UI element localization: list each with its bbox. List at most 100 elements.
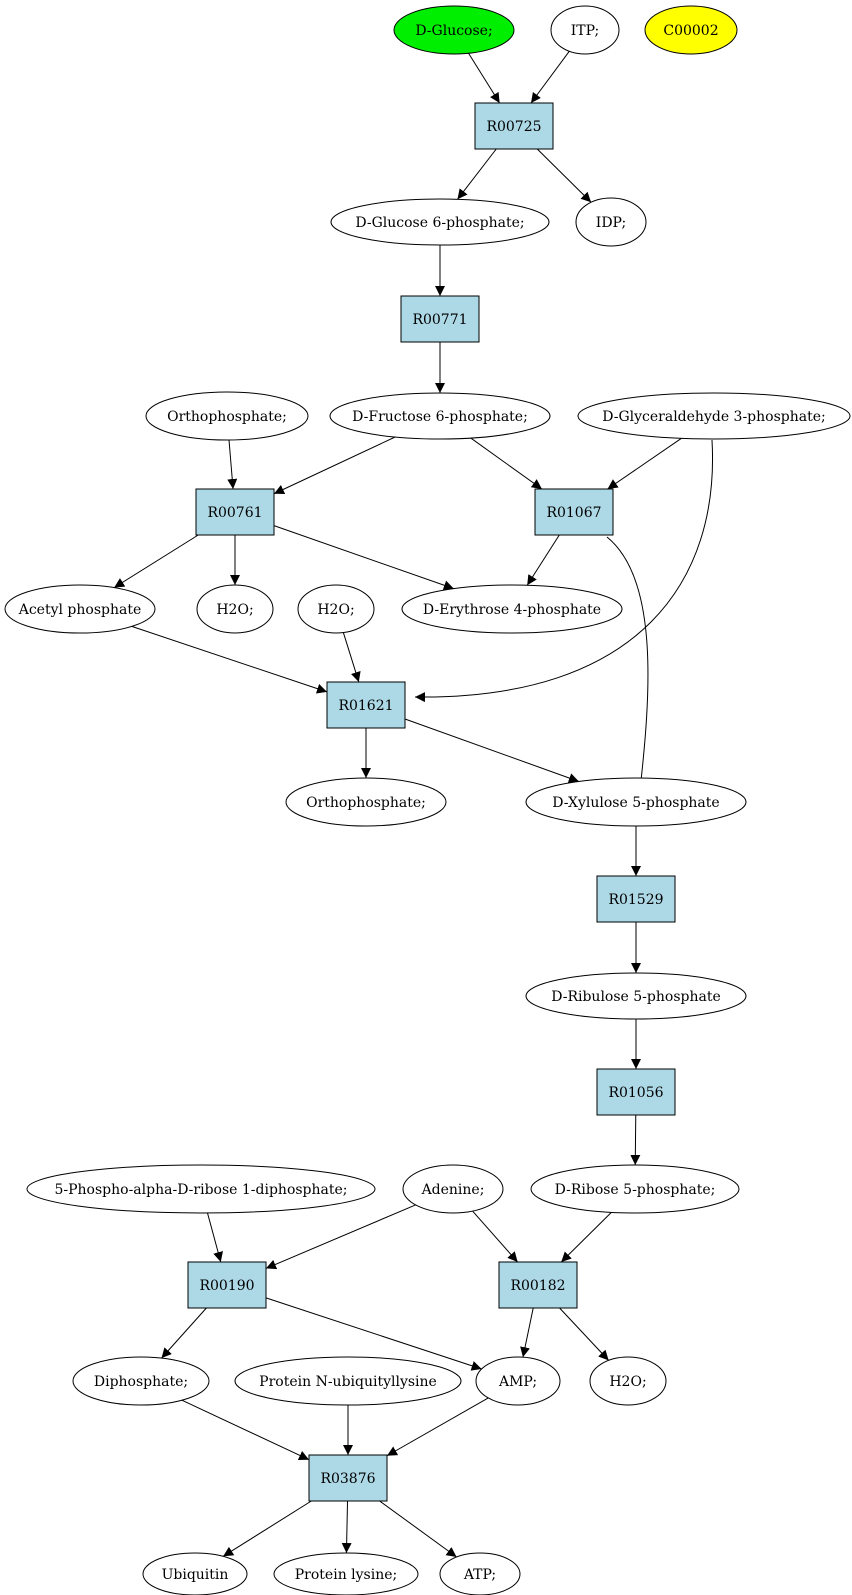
node-label: D-Ribose 5-phosphate; — [555, 1182, 716, 1198]
reaction-node-r01056: R01056 — [596, 1068, 676, 1116]
compound-ellipse — [550, 5, 620, 55]
compound-node-amp: AMP; — [475, 1356, 561, 1406]
node-label: H2O; — [317, 602, 354, 618]
reaction-box — [596, 875, 676, 923]
compound-node-h2o_a: H2O; — [196, 584, 274, 634]
compound-node-prpp: 5-Phospho-alpha-D-ribose 1-diphosphate; — [26, 1164, 376, 1214]
edge-r03876-to-ubiquitin — [222, 1500, 312, 1557]
node-label: Diphosphate; — [94, 1374, 188, 1390]
compound-node-d_glyceraldehyde_3p: D-Glyceraldehyde 3-phosphate; — [577, 392, 851, 440]
edge-itp-to-r00725 — [530, 50, 570, 104]
edge-r00725-to-idp — [536, 148, 592, 203]
edge-adenine-to-r00190 — [265, 1204, 416, 1270]
compound-ellipse — [4, 584, 156, 634]
node-label: R00725 — [486, 119, 541, 135]
reaction-box — [474, 102, 554, 150]
compound-ellipse — [393, 5, 515, 55]
node-label: D-Glucose; — [415, 23, 492, 39]
reaction-box — [400, 295, 480, 343]
reaction-node-r01621: R01621 — [326, 681, 406, 729]
edge-prpp-to-r00190 — [207, 1212, 223, 1263]
node-label: H2O; — [609, 1374, 646, 1390]
compound-node-d_glucose_6p: D-Glucose 6-phosphate; — [330, 198, 550, 246]
node-label: Protein lysine; — [295, 1567, 397, 1583]
edge-r01621-to-d_xylulose_5p — [404, 718, 580, 783]
compound-ellipse — [72, 1356, 210, 1406]
node-label: Adenine; — [421, 1182, 485, 1198]
edge-r00190-to-amp — [265, 1297, 482, 1371]
node-label: IDP; — [596, 215, 626, 231]
compound-ellipse — [644, 5, 738, 55]
compound-ellipse — [145, 391, 309, 441]
reaction-node-r00761: R00761 — [195, 488, 275, 536]
reaction-node-r00771: R00771 — [400, 295, 480, 343]
node-label: Orthophosphate; — [167, 409, 287, 425]
compound-node-adenine: Adenine; — [402, 1164, 504, 1214]
compound-node-protein_lysine: Protein lysine; — [273, 1552, 419, 1595]
compound-node-d_ribulose_5p: D-Ribulose 5-phosphate — [525, 972, 747, 1020]
reaction-node-r01067: R01067 — [534, 488, 614, 536]
edge-d_ribose_5p-to-r00182 — [560, 1212, 612, 1263]
compound-ellipse — [297, 584, 375, 634]
edge-r00725-to-d_glucose_6p — [457, 148, 497, 200]
node-label: ATP; — [463, 1567, 496, 1583]
compound-node-d_erythrose_4p: D-Erythrose 4-phosphate — [401, 584, 623, 634]
edge-r01056-to-d_ribose_5p — [630, 1114, 641, 1166]
edge-d_fructose_6p-to-r01067 — [470, 437, 543, 490]
compound-ellipse — [525, 972, 747, 1020]
edge-d_fructose_6p-to-r00761 — [273, 436, 396, 495]
compound-ellipse — [142, 1552, 248, 1595]
edge-r00761-to-d_erythrose_4p — [273, 525, 454, 591]
edge-acetyl_phosphate-to-r01621 — [131, 625, 328, 694]
compound-ellipse — [589, 1356, 667, 1406]
node-label: R00190 — [199, 1278, 254, 1294]
reaction-box — [308, 1454, 388, 1502]
compound-node-h2o_c: H2O; — [589, 1356, 667, 1406]
edge-orthophosphate_a-to-r00761 — [227, 439, 238, 490]
compound-ellipse — [234, 1356, 462, 1406]
node-label: D-Ribulose 5-phosphate — [551, 989, 721, 1005]
compound-ellipse — [329, 392, 551, 440]
node-label: R01621 — [338, 698, 393, 714]
compound-ellipse — [530, 1164, 740, 1214]
edge-r00190-to-diphosphate — [161, 1307, 207, 1359]
node-label: D-Glucose 6-phosphate; — [355, 215, 524, 231]
reaction-node-r01529: R01529 — [596, 875, 676, 923]
compound-ellipse — [273, 1552, 419, 1595]
compound-ellipse — [285, 777, 447, 827]
edge-r00182-to-amp — [520, 1307, 534, 1358]
node-label: D-Xylulose 5-phosphate — [552, 795, 719, 811]
node-label: R01067 — [546, 505, 601, 521]
compound-ellipse — [439, 1552, 521, 1595]
reaction-box — [326, 681, 406, 729]
reaction-node-r03876: R03876 — [308, 1454, 388, 1502]
compound-ellipse — [402, 1164, 504, 1214]
compound-node-idp: IDP; — [575, 197, 647, 247]
edge-r00182-to-h2o_c — [559, 1307, 610, 1361]
compound-node-c00002: C00002 — [644, 5, 738, 55]
compound-node-diphosphate: Diphosphate; — [72, 1356, 210, 1406]
reaction-node-r00725: R00725 — [474, 102, 554, 150]
compound-node-protein_n_ubiquityllysine: Protein N-ubiquityllysine — [234, 1356, 462, 1406]
edge-r03876-to-protein_lysine — [341, 1500, 352, 1554]
edge-d_glyceraldehyde_3p-to-r01067 — [607, 437, 682, 490]
edge-diphosphate-to-r03876 — [181, 1399, 310, 1461]
node-label: D-Glyceraldehyde 3-phosphate; — [602, 409, 825, 425]
node-label: R00182 — [510, 1278, 565, 1294]
compound-node-atp: ATP; — [439, 1552, 521, 1595]
compound-ellipse — [475, 1356, 561, 1406]
node-label: R00761 — [207, 505, 262, 521]
reaction-node-r00182: R00182 — [498, 1261, 578, 1309]
compound-node-orthophosphate_b: Orthophosphate; — [285, 777, 447, 827]
reaction-node-r00190: R00190 — [187, 1261, 267, 1309]
node-label: AMP; — [498, 1374, 537, 1390]
node-label: R01529 — [608, 892, 663, 908]
compound-ellipse — [575, 197, 647, 247]
compound-node-orthophosphate_a: Orthophosphate; — [145, 391, 309, 441]
compound-node-d_ribose_5p: D-Ribose 5-phosphate; — [530, 1164, 740, 1214]
edge-amp-to-r03876 — [386, 1397, 489, 1457]
compound-ellipse — [577, 392, 851, 440]
compound-node-ubiquitin: Ubiquitin — [142, 1552, 248, 1595]
compound-node-d_glucose: D-Glucose; — [393, 5, 515, 55]
